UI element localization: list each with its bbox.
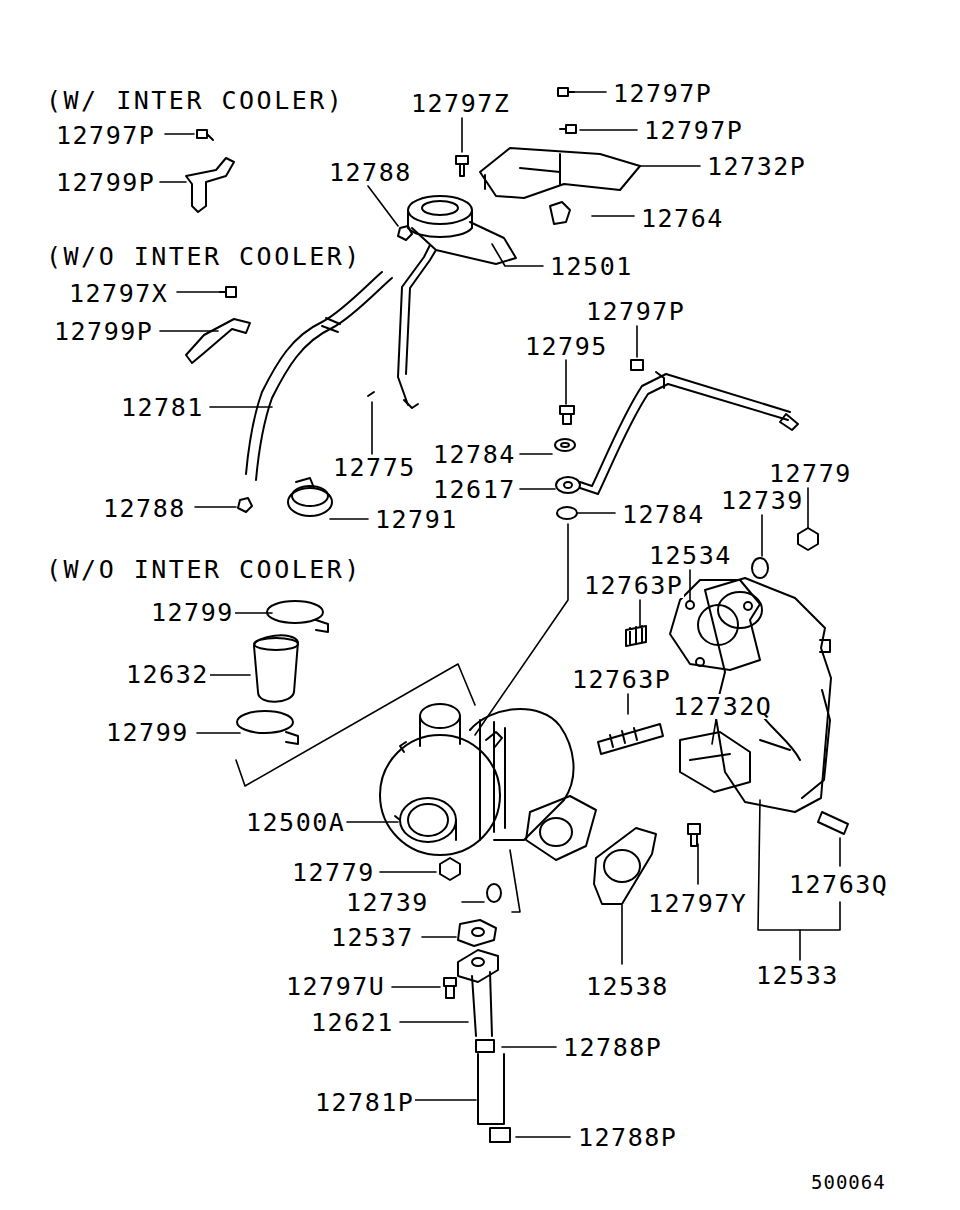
callout-number: 12500A [245,810,346,835]
callout-number: 12534 [648,543,733,568]
callout-number: 12788P [562,1035,663,1060]
callout-number: 12784 [621,502,706,527]
callout-number: 12632 [125,662,210,687]
bolts-and-nuts [197,88,848,998]
callout-number: 12797U [285,974,386,999]
callout-number: 12797X [68,281,169,306]
callout-number: 12763Q [788,872,889,897]
callout-number: 12788 [102,496,187,521]
exhaust-manifold [670,578,831,812]
gaskets [458,828,656,946]
callout-number: 12779 [768,461,853,486]
callout-number: 12781 [120,395,205,420]
callout-number: 12799 [150,600,235,625]
variant-note: (W/ INTER COOLER) [45,88,345,113]
callout-number: 12797P [643,118,744,143]
callout-number: 12732Q [672,694,773,719]
callout-number: 12764 [640,206,725,231]
callout-number: 12538 [585,974,670,999]
callout-number: 12791 [374,507,459,532]
callout-number: 12797Y [647,891,748,916]
hoses [237,272,392,744]
callout-number: 12797P [612,81,713,106]
callout-number: 12739 [345,890,430,915]
callout-number: 12763P [583,573,684,598]
callout-number: 12799P [53,319,154,344]
callout-number: 12781P [314,1090,415,1115]
callout-number: 12799P [55,170,156,195]
callout-number: 12797P [55,123,156,148]
callout-number: 12537 [330,925,415,950]
figure-number: 500064 [810,1173,887,1192]
callout-number: 12795 [524,334,609,359]
callout-number: 12797Z [410,91,511,116]
actuator [368,196,516,408]
callout-number: 12775 [332,455,417,480]
callout-number: 12788P [577,1125,678,1150]
turbocharger [380,704,596,860]
callout-number: 12799 [105,720,190,745]
callout-number: 12779 [291,860,376,885]
variant-note: (W/O INTER COOLER) [45,244,363,269]
callout-number: 12788 [328,160,413,185]
callout-number: 12533 [755,963,840,988]
variant-note: (W/O INTER COOLER) [45,557,363,582]
callout-number: 12739 [720,488,805,513]
callout-number: 12797P [585,299,686,324]
callout-number: 12763P [571,667,672,692]
callout-number: 12501 [549,254,634,279]
callout-number: 12617 [432,477,517,502]
callout-number: 12621 [310,1010,395,1035]
oil-return-pipe [458,950,510,1142]
callout-number: 12732P [706,154,807,179]
callout-number: 12784 [432,442,517,467]
